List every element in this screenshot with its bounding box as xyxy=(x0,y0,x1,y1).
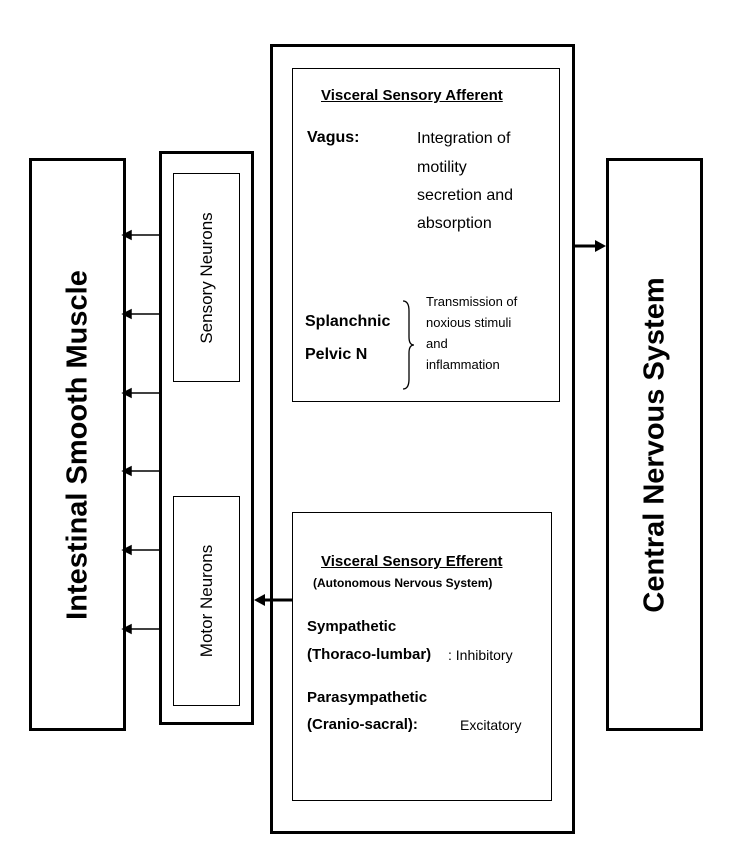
visceral-sensory-efferent-box: Visceral Sensory Efferent (Autonomous Ne… xyxy=(292,512,552,801)
pelvic-label: Pelvic N xyxy=(305,346,368,363)
muscle-arrow-1 xyxy=(121,229,159,241)
sympathetic-effect: : Inhibitory xyxy=(448,647,513,663)
motor-neurons-label: Motor Neurons xyxy=(196,544,216,658)
sensory-neurons-label: Sensory Neurons xyxy=(196,211,216,344)
intestinal-smooth-muscle-box: Intestinal Smooth Muscle xyxy=(29,158,126,731)
muscle-arrow-4 xyxy=(121,465,159,477)
vagus-line-4: absorption xyxy=(417,215,492,232)
muscle-arrow-6 xyxy=(121,623,159,635)
central-nervous-system-box: Central Nervous System xyxy=(606,158,703,731)
muscle-arrow-3 xyxy=(121,387,159,399)
visceral-sensory-afferent-box: Visceral Sensory Afferent Vagus: Integra… xyxy=(292,68,560,402)
efferent-heading: Visceral Sensory Efferent xyxy=(321,553,503,570)
afferent-heading: Visceral Sensory Afferent xyxy=(321,87,503,104)
sympathetic-origin: (Thoraco-lumbar) xyxy=(307,646,432,663)
cns-arrow xyxy=(575,240,606,252)
transmission-line-3: and xyxy=(426,336,448,351)
parasympathetic-label: Parasympathetic xyxy=(307,689,428,706)
transmission-line-1: Transmission of xyxy=(426,294,518,309)
central-nervous-system-label: Central Nervous System xyxy=(638,276,670,613)
sympathetic-label: Sympathetic xyxy=(307,618,397,635)
parasympathetic-origin: (Cranio-sacral): xyxy=(307,716,418,733)
vagus-line-3: secretion and xyxy=(417,187,514,204)
transmission-line-4: inflammation xyxy=(426,357,500,372)
splanchnic-label: Splanchnic xyxy=(305,313,391,330)
curly-brace-icon xyxy=(402,300,415,390)
sensory-neurons-box: Sensory Neurons xyxy=(173,173,240,382)
transmission-line-2: noxious stimuli xyxy=(426,315,512,330)
vagus-label: Vagus: xyxy=(307,129,360,146)
intestinal-smooth-muscle-label: Intestinal Smooth Muscle xyxy=(61,269,93,620)
motor-neurons-box: Motor Neurons xyxy=(173,496,240,706)
vagus-line-2: motility xyxy=(417,159,467,176)
muscle-arrow-2 xyxy=(121,308,159,320)
parasympathetic-effect: Excitatory xyxy=(460,717,522,733)
efferent-subheading: (Autonomous Nervous System) xyxy=(313,576,493,590)
vagus-line-1: Integration of xyxy=(417,130,511,147)
muscle-arrow-5 xyxy=(121,544,159,556)
